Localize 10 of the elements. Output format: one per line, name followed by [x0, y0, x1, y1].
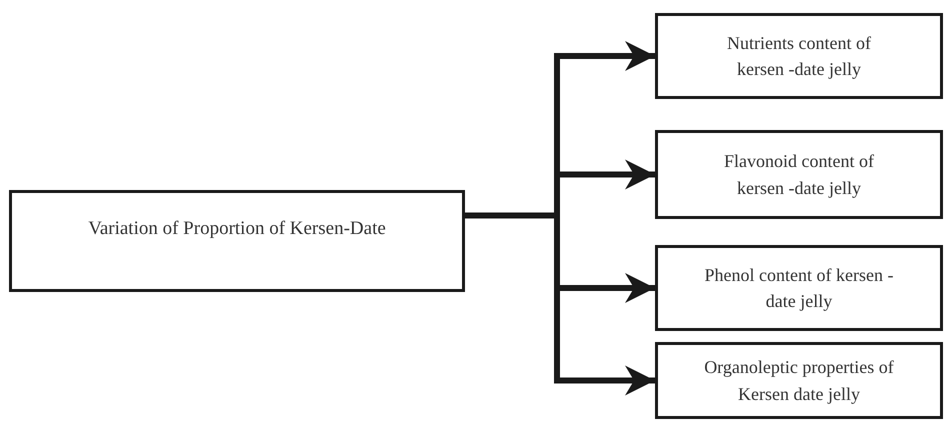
box-text: Variation of Proportion of Kersen-Date	[88, 217, 386, 241]
process-box	[655, 130, 943, 219]
process-box	[9, 190, 465, 292]
box-text: Flavonoid content of kersen -date jelly	[723, 150, 875, 200]
process-box	[655, 342, 943, 419]
box-text: Nutrients content of kersen -date jelly	[726, 32, 872, 81]
box-text: Organoleptic properties of Kersen date jelly	[703, 356, 895, 406]
process-box	[655, 245, 943, 331]
box-text: Phenol content of kersen -date jelly	[704, 264, 894, 313]
process-box	[655, 13, 943, 99]
